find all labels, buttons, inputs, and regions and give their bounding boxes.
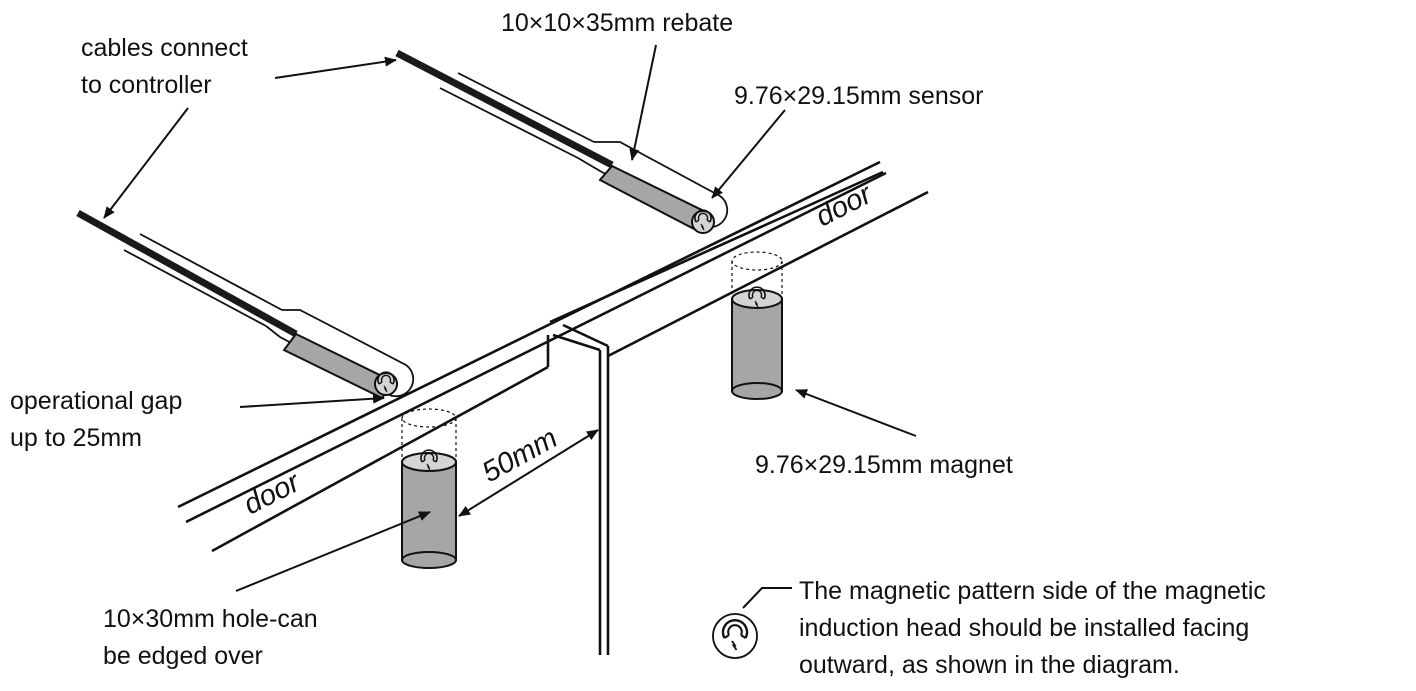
gap-label-line1: operational gap (10, 387, 182, 415)
cables-label-line2: to controller (81, 71, 212, 99)
hole-label-line2: be edged over (103, 642, 263, 670)
note-line3: outward, as shown in the diagram. (799, 651, 1180, 679)
pointer-arrows (103, 44, 917, 592)
door-label-left: door (239, 466, 306, 521)
magnet-left (401, 408, 457, 569)
hole-label-line1: 10×30mm hole-can (103, 605, 318, 633)
note-line2: induction head should be installed facin… (799, 614, 1249, 642)
magnet-icon (712, 587, 792, 659)
door-frame (177, 160, 929, 655)
gap-label-line2: up to 25mm (10, 424, 142, 452)
upper-sensor-assembly (395, 49, 729, 234)
magnet-label: 9.76×29.15mm magnet (755, 451, 1013, 479)
sensor-label: 9.76×29.15mm sensor (734, 82, 983, 110)
magnet-right (731, 251, 783, 400)
rebate-label: 10×10×35mm rebate (501, 9, 733, 37)
cables-label-line1: cables connect (81, 34, 248, 62)
door-label-right: door (811, 178, 878, 233)
note-line1: The magnetic pattern side of the magneti… (799, 577, 1266, 605)
lower-sensor-assembly (76, 209, 415, 400)
